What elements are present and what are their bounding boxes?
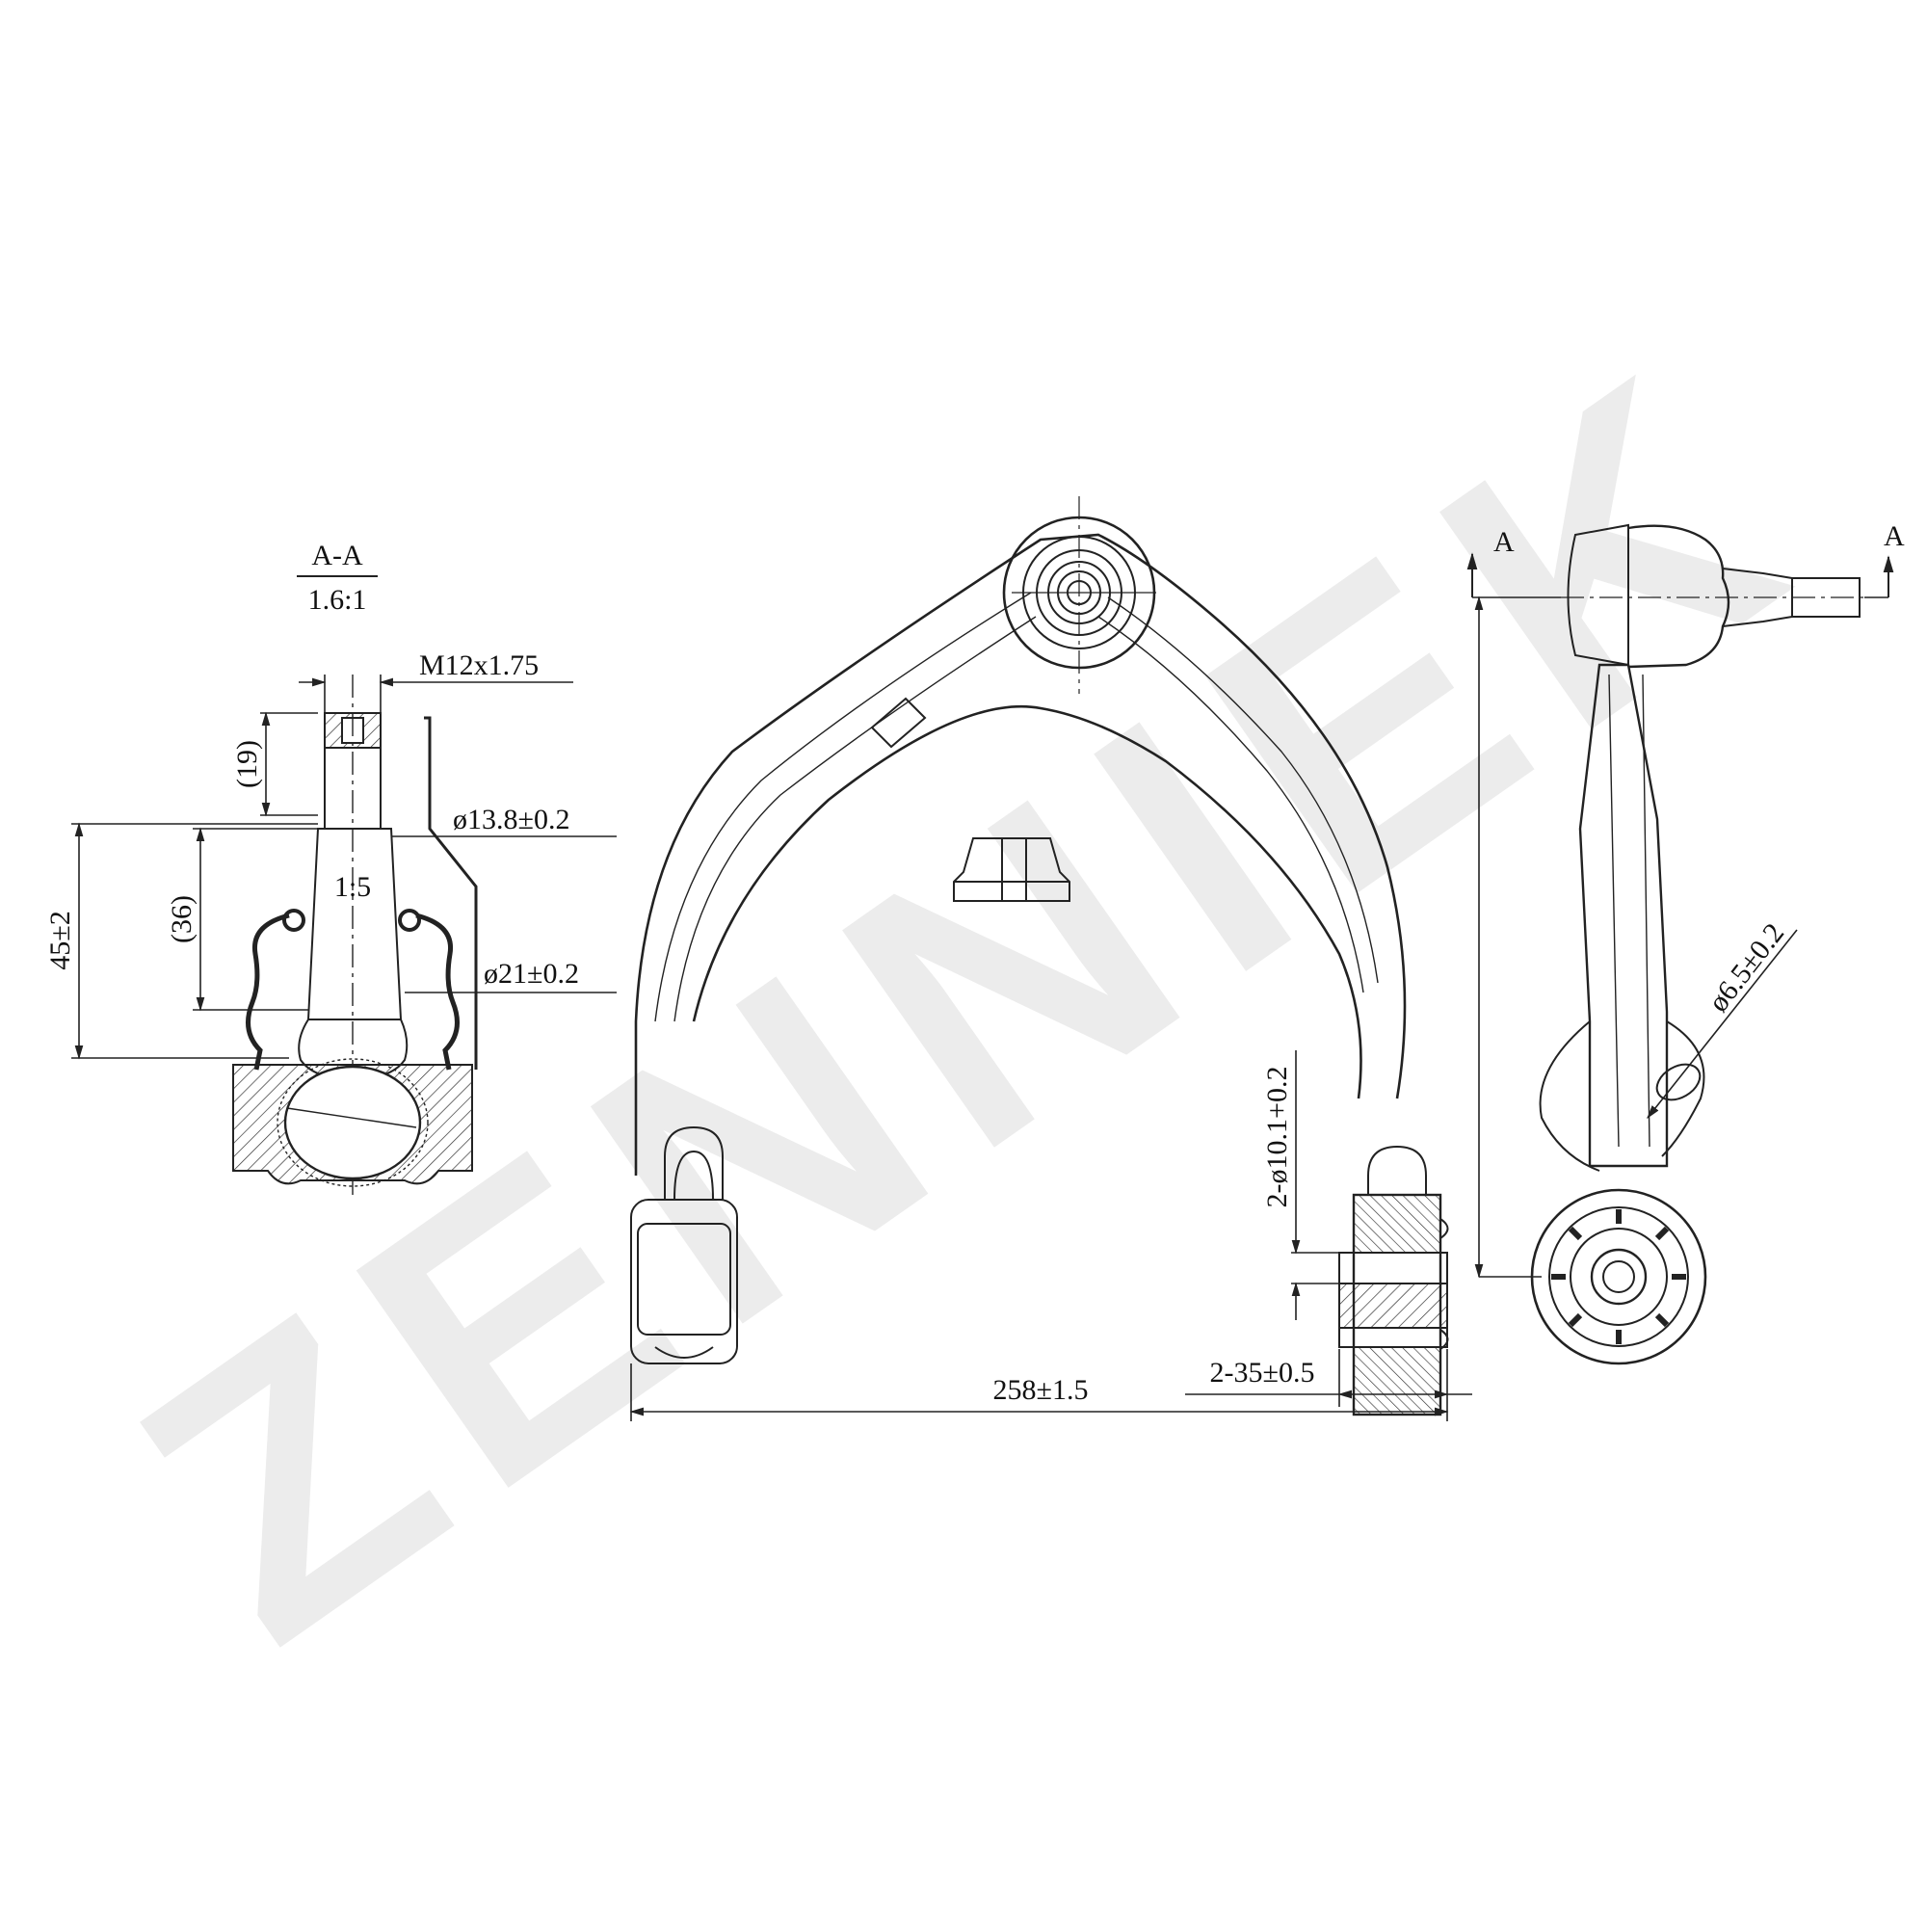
right-bushing <box>1338 1145 1449 1416</box>
side-hole-loop <box>1539 1020 1705 1172</box>
side-stud <box>1722 568 1861 627</box>
section-view: A-A 1.6:1 <box>44 540 617 1195</box>
section-marker-right <box>1864 555 1894 598</box>
section-scale: 1.6:1 <box>308 584 367 616</box>
section-mark-right: A <box>1884 520 1905 552</box>
dim-stud-length: (19) <box>231 740 263 788</box>
left-bushing <box>630 1125 738 1364</box>
arm-rib-left <box>654 592 1037 1022</box>
retaining-clip <box>424 716 478 1070</box>
arm-rib-right <box>1097 596 1379 993</box>
stud-taper <box>306 828 403 1020</box>
side-bushing <box>1530 1188 1707 1365</box>
side-arm-body <box>1578 663 1669 1168</box>
main-dimensions <box>629 1050 1472 1421</box>
side-dimensions <box>1474 595 1798 1279</box>
section-marker-left <box>1466 552 1561 598</box>
section-label: A-A <box>311 540 363 571</box>
arm-outer-edge <box>634 533 1407 1176</box>
dust-boot <box>246 913 460 1071</box>
dim-taper-diameter: ø13.8±0.2 <box>453 804 569 835</box>
dim-bushing-length: 2-35±0.5 <box>1210 1357 1315 1389</box>
side-hole <box>1655 1063 1702 1101</box>
dim-shank-length: (36) <box>166 895 198 943</box>
dim-hole-diameter: ø6.5±0.2 <box>1703 917 1791 1018</box>
dim-bushing-bore: 2-ø10.1+0.2 <box>1261 1067 1293 1208</box>
dim-taper-ratio: 1:5 <box>334 871 371 903</box>
watermark-text: ZENNIEK <box>70 282 1869 1722</box>
dim-thread: M12x1.75 <box>419 649 539 681</box>
dim-arm-width: 258±1.5 <box>993 1374 1089 1406</box>
main-view: 258±1.5 2-35±0.5 2-ø10.1+0.2 <box>629 496 1472 1421</box>
watermark: ZENNIEK <box>70 282 1869 1722</box>
section-dimensions <box>71 675 617 1060</box>
side-dust-boot <box>1627 524 1730 669</box>
section-mark-left: A <box>1493 526 1515 558</box>
hex-nut <box>953 837 1070 902</box>
dim-total-height: 45±2 <box>44 911 76 969</box>
arm-id-plate <box>870 697 927 749</box>
ball-stud <box>283 1065 422 1180</box>
side-upper-boss <box>1567 523 1629 667</box>
dim-ball-diameter: ø21±0.2 <box>484 958 579 990</box>
arm-inner-edge <box>692 704 1362 1099</box>
